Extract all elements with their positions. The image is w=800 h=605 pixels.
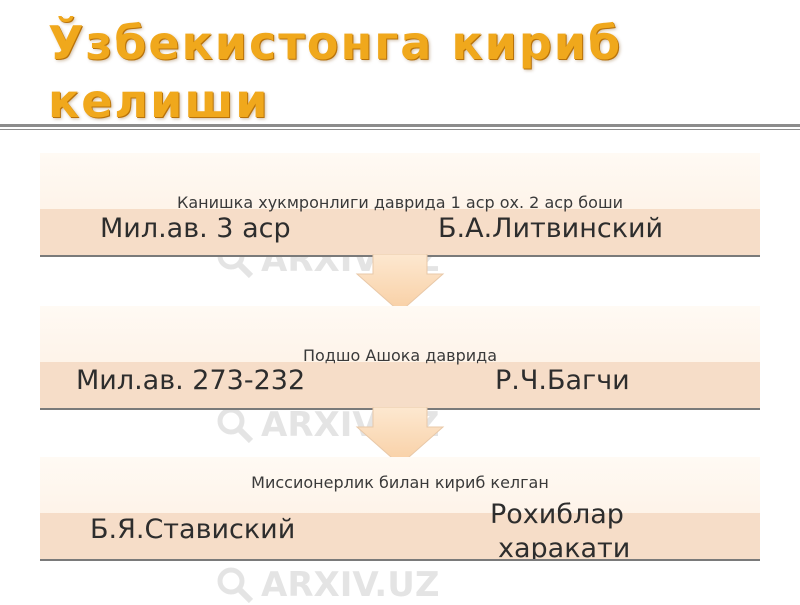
band-3-header: Миссионерлик билан кириб келган	[251, 473, 549, 492]
band-3-right-line1: Рохиблар	[490, 499, 624, 530]
band-3: Миссионерлик билан кириб келган Б.Я.Став…	[40, 457, 760, 561]
band-3-left-text: Б.Я.Ставиский	[90, 514, 296, 545]
band-1: Канишка хукмронлиги даврида 1 аср ох. 2 …	[40, 153, 760, 257]
band-1-right-text: Б.А.Литвинский	[438, 213, 664, 244]
band-1-header: Канишка хукмронлиги даврида 1 аср ох. 2 …	[177, 193, 623, 212]
watermark: ARXIV.UZ	[215, 565, 439, 605]
band-3-stripe	[40, 513, 760, 559]
band-3-right-line2: харакати	[498, 533, 631, 559]
band-2-stripe	[40, 362, 760, 408]
down-arrow-2	[355, 407, 445, 466]
band-2: Подшо Ашока даврида Мил.ав. 273-232 Р.Ч.…	[40, 306, 760, 410]
magnifier-icon	[217, 407, 254, 444]
band-2-right-text: Р.Ч.Багчи	[495, 365, 630, 396]
down-arrow-1	[355, 254, 445, 313]
band-1-stripe	[40, 209, 760, 255]
magnifier-icon	[217, 567, 254, 604]
band-1-left-text: Мил.ав. 3 аср	[100, 213, 291, 244]
watermark-text: ARXIV.UZ	[261, 565, 440, 605]
title-underline-thin	[0, 129, 800, 130]
page-title: Ўзбекистонга кириб келиши	[48, 16, 623, 128]
title-underline	[0, 124, 800, 127]
band-2-header: Подшо Ашока даврида	[302, 346, 498, 365]
band-2-left-text: Мил.ав. 273-232	[76, 365, 306, 396]
